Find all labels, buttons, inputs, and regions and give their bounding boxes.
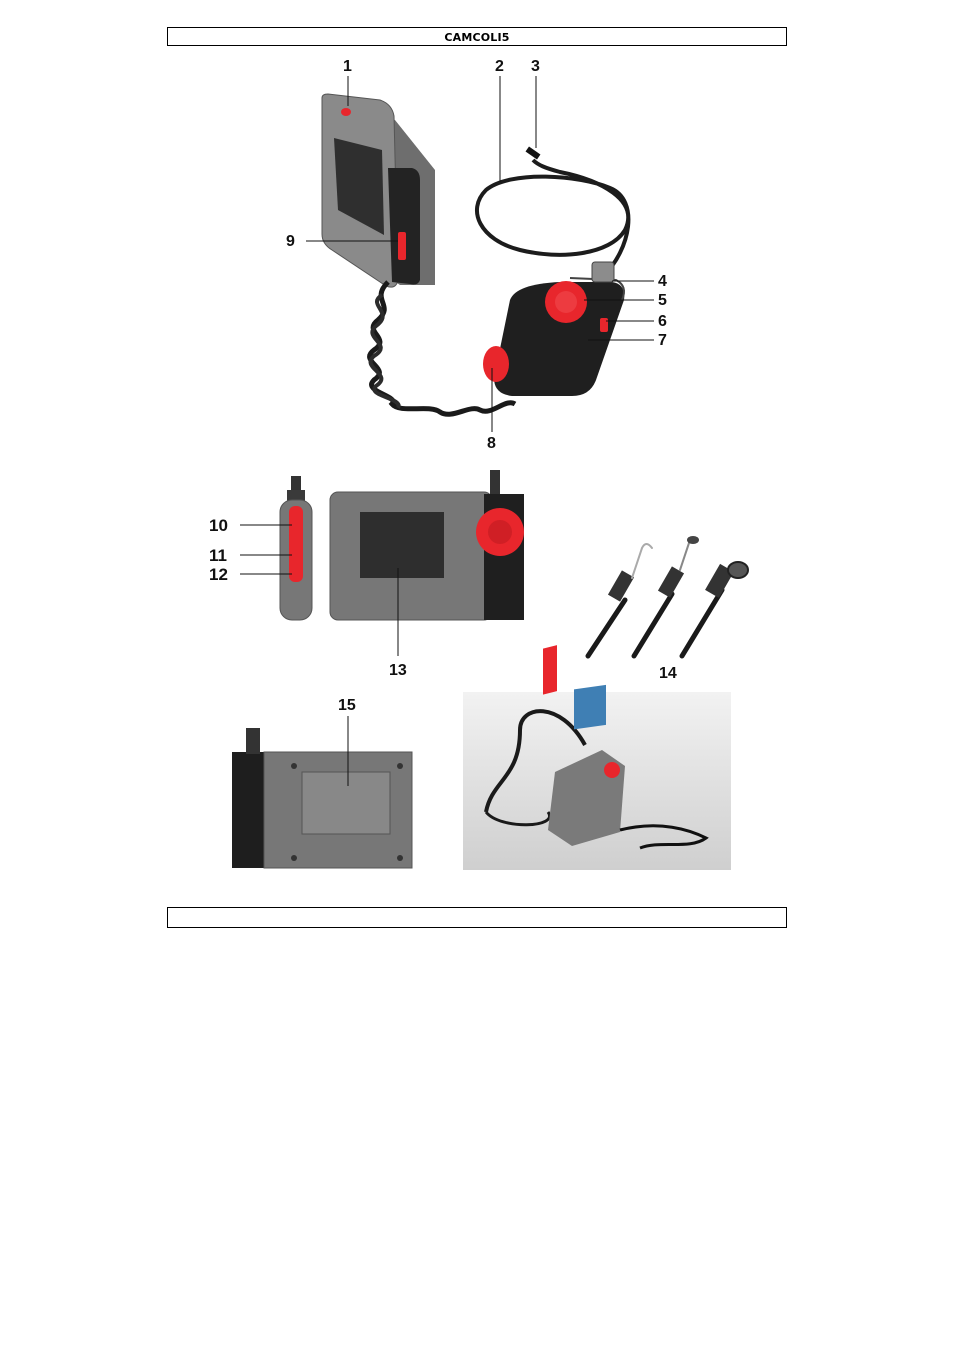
callout-15: 15 (338, 698, 356, 714)
monitor-unit-illustration (322, 94, 435, 287)
product-photo (463, 645, 731, 870)
handle-illustration (483, 262, 624, 396)
callout-13: 13 (389, 663, 407, 679)
callout-2: 2 (495, 59, 504, 75)
callout-11: 11 (209, 547, 227, 564)
callout-9: 9 (286, 234, 295, 250)
handle-side-view-illustration (280, 476, 312, 620)
monitor-back-view-illustration (232, 728, 412, 868)
callout-8: 8 (487, 436, 496, 452)
probe-accessories-illustration (588, 536, 748, 656)
callout-3: 3 (531, 59, 540, 75)
callout-10: 10 (209, 517, 228, 534)
callout-14: 14 (659, 666, 677, 682)
callout-6: 6 (658, 314, 667, 330)
page-footer (167, 907, 787, 928)
callout-5: 5 (658, 293, 667, 309)
callout-7: 7 (658, 333, 667, 349)
callout-1: 1 (343, 59, 352, 75)
monitor-front-view-illustration (330, 470, 524, 620)
callout-4: 4 (658, 274, 667, 290)
callout-12: 12 (209, 566, 228, 583)
